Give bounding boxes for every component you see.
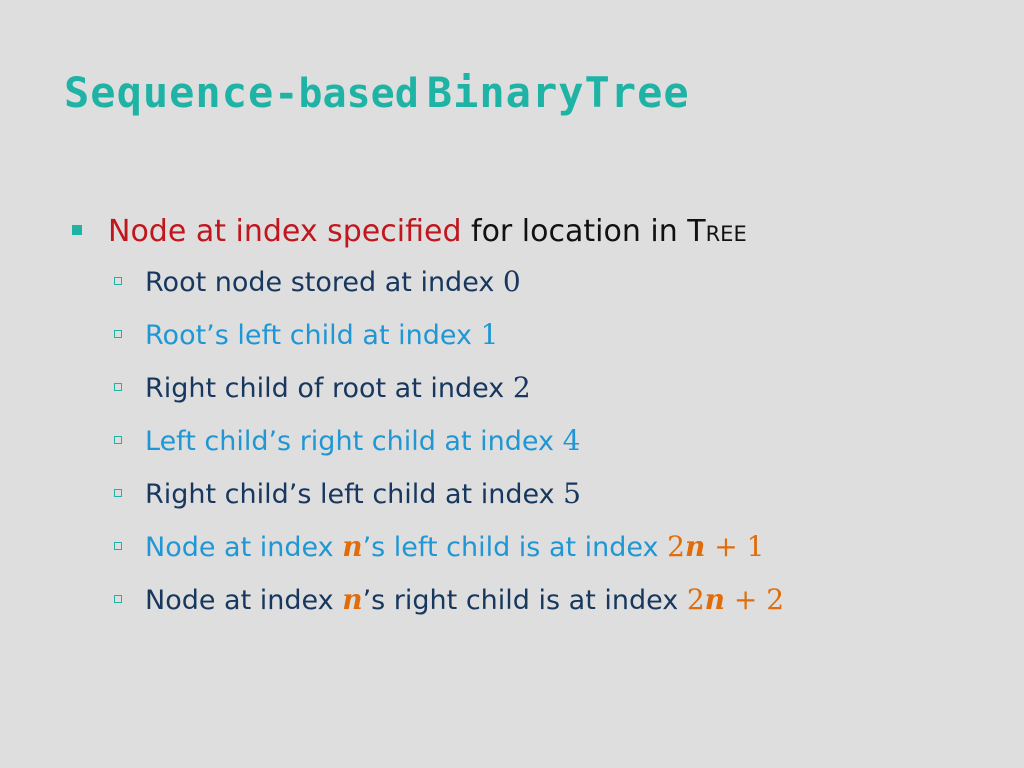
sub-item-text-a: Node at index [145, 532, 343, 563]
bullet-list: Node at index specified for location in … [72, 212, 1002, 633]
sub-item-text: Left child’s right child at index [145, 426, 563, 457]
sub-item-root: Root node stored at index 0 [72, 262, 1002, 315]
bullet-item-main: Node at index specified for location in … [72, 212, 1002, 633]
expr-rest: + 2 [725, 583, 785, 616]
bullet-tree-smallcaps: Tree [687, 214, 747, 249]
hollow-square-bullet-icon [114, 330, 122, 338]
sub-item-root-right: Right child of root at index 2 [72, 368, 1002, 421]
sub-item-text: Right child’s left child at index [145, 479, 564, 510]
sub-item-index: 2 [512, 371, 531, 404]
expr-var: n [684, 530, 706, 563]
title-binarytree: BinaryTree [426, 68, 690, 117]
expr-var: n [704, 583, 726, 616]
square-bullet-icon [72, 225, 82, 235]
hollow-square-bullet-icon [114, 436, 122, 444]
sub-item-index: 1 [480, 318, 499, 351]
title-based: -based [274, 71, 419, 117]
variable-n: n [342, 530, 363, 563]
expr-coef: 2 [667, 530, 685, 563]
slide-title: Sequence-based BinaryTree [64, 71, 690, 117]
sub-item-text: Root’s left child at index [145, 320, 481, 351]
hollow-square-bullet-icon [114, 277, 122, 285]
hollow-square-bullet-icon [114, 542, 122, 550]
variable-n: n [342, 583, 363, 616]
sub-bullet-list: Root node stored at index 0 Root’s left … [108, 262, 1002, 633]
expr-coef: 2 [686, 583, 705, 616]
sub-item-left-formula: Node at index n’s left child is at index… [72, 527, 1002, 580]
sub-item-index: 4 [562, 424, 581, 457]
sub-item-index: 0 [502, 265, 521, 298]
sub-item-text-a: Node at index [145, 585, 343, 616]
sub-item-text-b: ’s left child is at index [362, 532, 668, 563]
bullet-black-text: for location in [461, 214, 688, 249]
sub-item-right-left: Right child’s left child at index 5 [72, 474, 1002, 527]
hollow-square-bullet-icon [114, 489, 122, 497]
sub-item-root-left: Root’s left child at index 1 [72, 315, 1002, 368]
expr-rest: + 1 [705, 530, 765, 563]
sub-item-index: 5 [563, 477, 581, 510]
sub-item-right-formula: Node at index n’s right child is at inde… [72, 580, 1002, 633]
sub-item-text-b: ’s right child is at index [362, 585, 687, 616]
sub-item-text: Right child of root at index [145, 373, 513, 404]
hollow-square-bullet-icon [114, 595, 122, 603]
hollow-square-bullet-icon [114, 383, 122, 391]
sub-item-left-right: Left child’s right child at index 4 [72, 421, 1002, 474]
sub-item-text: Root node stored at index [145, 267, 503, 298]
bullet-red-text: Node at index specified [108, 214, 462, 249]
title-sequence: Sequence [64, 68, 275, 117]
